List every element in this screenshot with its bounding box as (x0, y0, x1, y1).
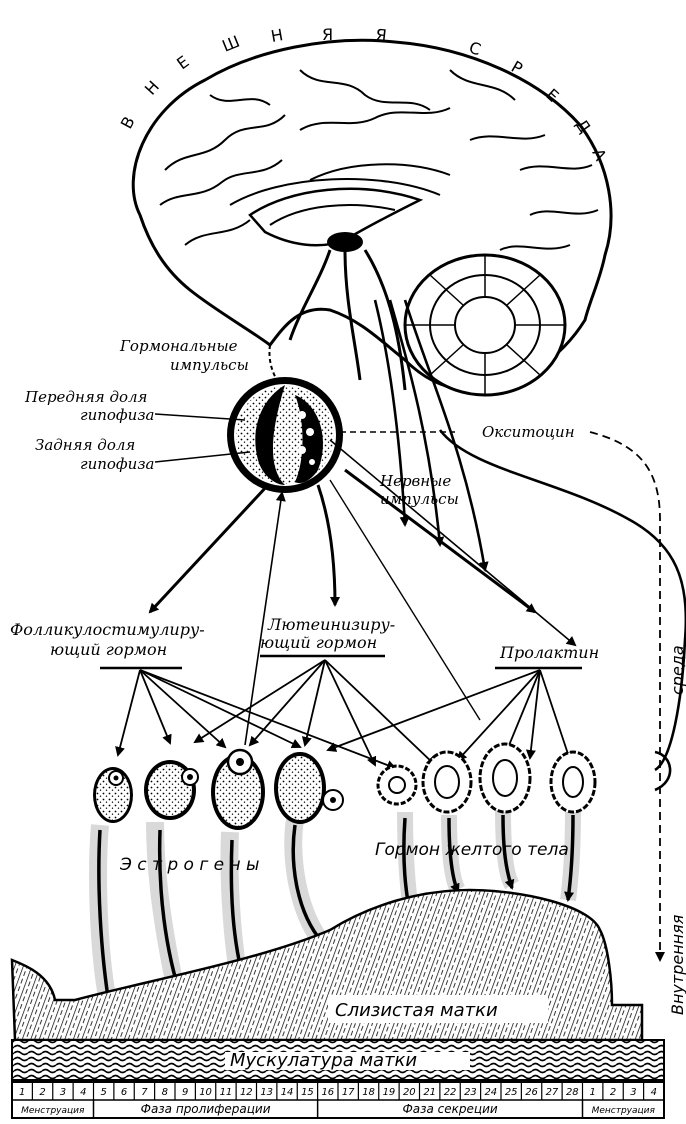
phase-label: Фаза пролиферации (141, 1102, 271, 1116)
label-oxytocin: Окситоцин (482, 423, 575, 441)
day-cell: 26 (525, 1087, 538, 1098)
arc-letter: Е (173, 51, 194, 73)
day-cell: 13 (260, 1087, 273, 1098)
pituitary (227, 377, 343, 493)
day-cell: 6 (121, 1087, 127, 1098)
day-cell: 25 (505, 1087, 518, 1098)
phase-label: Менструация (592, 1106, 656, 1116)
label-lh-1: Лютеинизиру- (267, 615, 395, 634)
label-hormonal-2: импульсы (170, 356, 249, 374)
arrow-fsh (150, 485, 268, 612)
arc-letter: Я (375, 25, 390, 45)
arc-letter: Я (322, 25, 335, 44)
day-cell: 2 (39, 1087, 45, 1098)
label-back-lobe-1: Задняя доля (35, 436, 135, 454)
day-cell: 21 (423, 1087, 436, 1098)
day-cell: 22 (444, 1087, 457, 1098)
day-cell: 10 (199, 1087, 212, 1098)
day-cell: 19 (383, 1087, 396, 1098)
arc-letter: Н (141, 76, 165, 99)
day-cell: 18 (362, 1087, 375, 1098)
label-back-lobe-2: гипофиза (80, 455, 154, 473)
label-nerve-1: Нервные (379, 472, 451, 490)
label-prolactin: Пролактин (499, 643, 599, 662)
day-cell: 11 (220, 1087, 233, 1098)
day-cell: 12 (240, 1087, 253, 1098)
label-front-lobe-1: Передняя доля (24, 388, 147, 406)
label-front-lobe-2: гипофиза (80, 406, 154, 424)
arc-letter: Ш (219, 31, 244, 56)
label-lh-2: ющий гормон (260, 633, 377, 652)
arrow-lh (318, 485, 335, 605)
phase-label: Фаза секреции (402, 1102, 497, 1116)
label-estrogens: Э с т р о г е н ы (119, 855, 259, 875)
arc-letter: Н (269, 25, 286, 46)
day-cell: 1 (19, 1087, 25, 1098)
label-fsh-1: Фолликулостимулиру- (10, 620, 205, 639)
day-cell: 27 (546, 1087, 559, 1098)
label-inner-env-1: Внутренняя (668, 914, 686, 1015)
label-inner-env-2: среда (668, 645, 686, 695)
day-cell: 28 (566, 1087, 579, 1098)
day-cell: 4 (80, 1087, 86, 1098)
label-corpus-luteum: Гормон желтого тела (375, 840, 569, 860)
label-mucosa: Слизистая матки (335, 1000, 498, 1021)
day-cell: 15 (301, 1087, 314, 1098)
day-cell: 3 (60, 1087, 66, 1098)
day-cell: 7 (141, 1087, 148, 1098)
day-cell: 4 (651, 1087, 657, 1098)
phase-label: Менструация (21, 1106, 85, 1116)
day-cell: 8 (162, 1087, 168, 1098)
arc-letter: В (117, 111, 140, 131)
day-cell: 23 (464, 1087, 477, 1098)
day-cell: 9 (182, 1087, 188, 1098)
day-cell: 14 (281, 1087, 294, 1098)
day-cell: 5 (101, 1087, 107, 1098)
day-cell: 17 (342, 1087, 355, 1098)
day-cell: 1 (590, 1087, 596, 1098)
label-muscle: Мускулатура матки (230, 1050, 417, 1071)
cerebellum (405, 255, 565, 395)
label-hormonal-1: Гормональные (119, 337, 238, 355)
day-cell: 16 (321, 1087, 334, 1098)
label-nerve-2: импульсы (380, 490, 459, 508)
label-fsh-2: ющий гормон (50, 640, 167, 659)
day-cell: 3 (630, 1087, 636, 1098)
day-cell: 2 (610, 1087, 616, 1098)
arc-letter: С (467, 38, 485, 60)
day-cell: 24 (484, 1087, 497, 1098)
day-cell: 20 (403, 1087, 416, 1098)
